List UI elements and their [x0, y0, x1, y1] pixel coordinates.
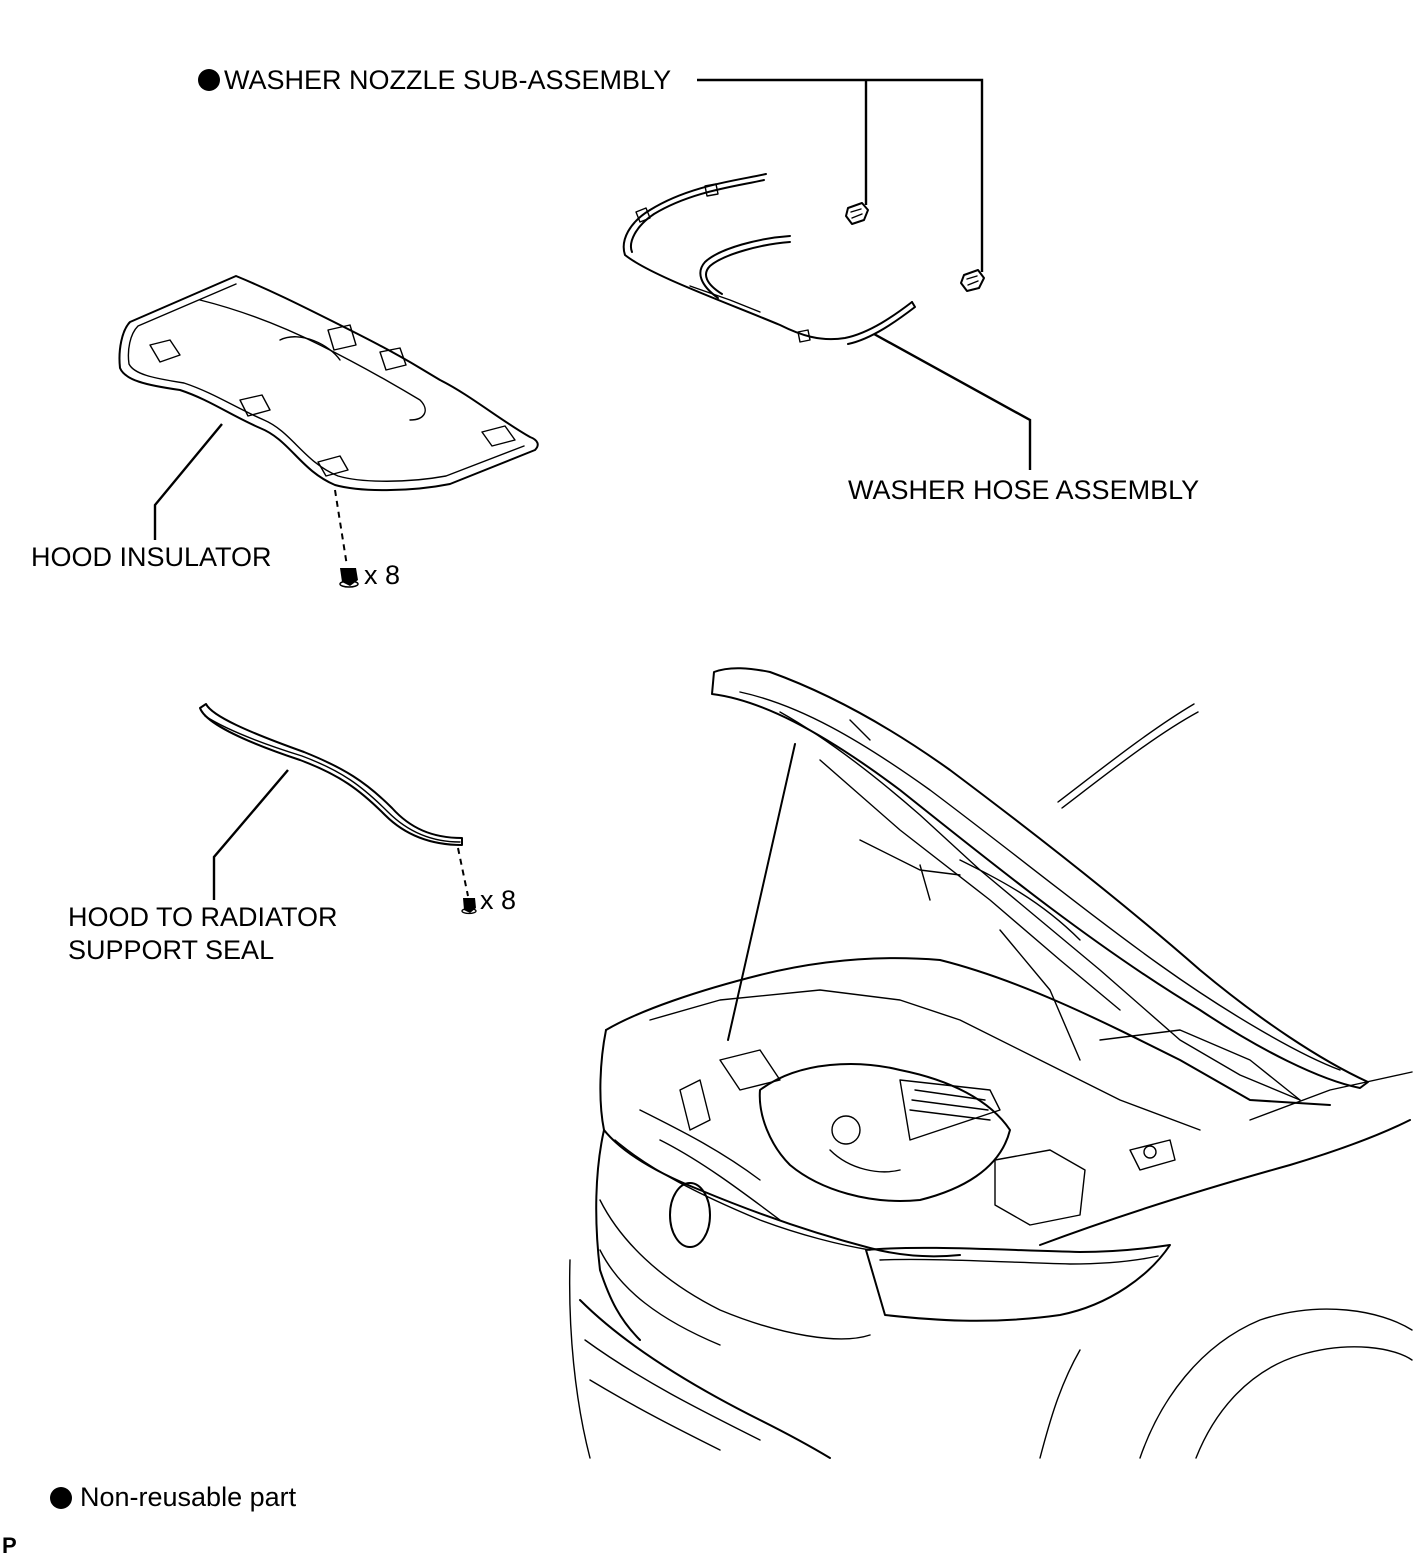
seal-clip-guide — [457, 847, 469, 897]
washer-hose-leader — [873, 332, 1032, 470]
seal-clip-icon — [461, 898, 477, 915]
insulator-clip-icon — [339, 568, 359, 588]
washer-nozzle-label-group: WASHER NOZZLE SUB-ASSEMBLY — [198, 64, 671, 96]
legend-non-reusable-label: Non-reusable part — [80, 1482, 297, 1512]
insulator-clip-quantity: x 8 — [364, 560, 401, 590]
hood-seal — [199, 703, 463, 846]
non-reusable-bullet-icon — [198, 69, 220, 91]
hood-seal-label-line2: SUPPORT SEAL — [68, 935, 275, 965]
hood-seal-label-line1: HOOD TO RADIATOR — [68, 902, 338, 932]
washer-nozzle-right — [960, 269, 985, 292]
seal-clip-quantity: x 8 — [480, 885, 517, 915]
insulator-clip-guide — [334, 489, 348, 567]
hood-seal-leader — [212, 769, 289, 900]
hood-insulator — [118, 275, 539, 492]
washer-nozzle-leader — [697, 78, 984, 272]
footer-code: P — [2, 1533, 17, 1558]
washer-nozzle-left — [845, 202, 869, 225]
washer-hose-label: WASHER HOSE ASSEMBLY — [848, 475, 1200, 505]
non-reusable-bullet-icon — [50, 1487, 72, 1509]
vehicle-front-hood-open — [568, 667, 1413, 1459]
washer-hose — [622, 173, 916, 345]
hood-insulator-label: HOOD INSULATOR — [31, 542, 272, 572]
hood-insulator-leader — [153, 423, 223, 540]
washer-nozzle-label: WASHER NOZZLE SUB-ASSEMBLY — [224, 65, 672, 95]
